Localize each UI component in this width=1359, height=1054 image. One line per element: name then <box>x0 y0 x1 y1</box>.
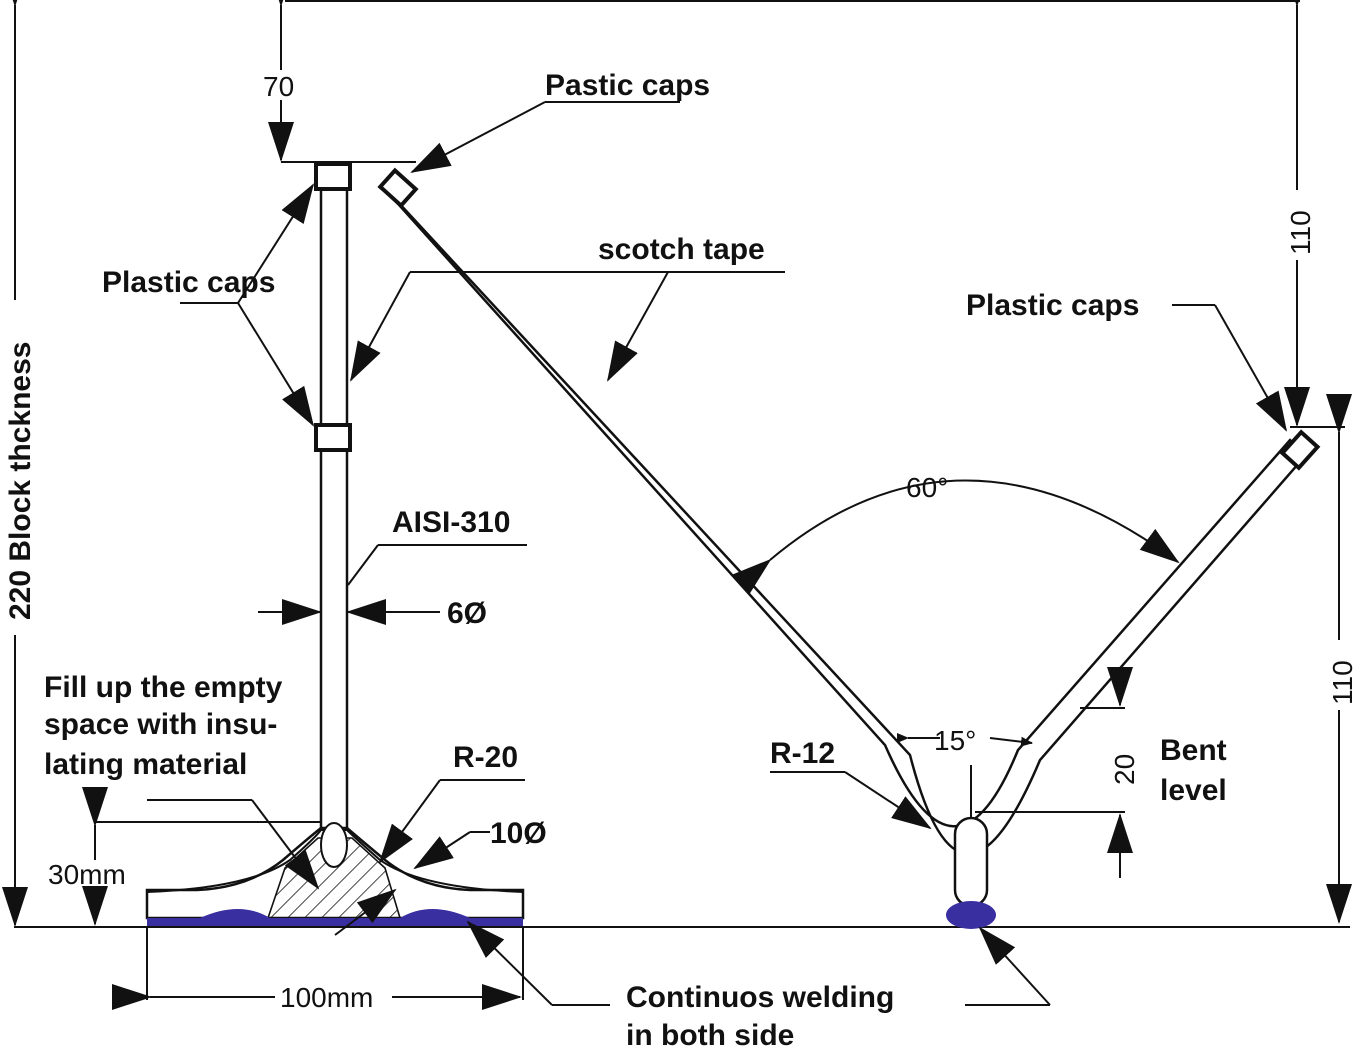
right-lower-dimension: 110 <box>1326 394 1358 924</box>
vee-pin <box>953 816 989 908</box>
base-width-label: 100mm <box>280 982 373 1013</box>
radius-left-label: R-20 <box>453 741 518 774</box>
bent-label-line2: level <box>1160 774 1227 807</box>
bend-diameter-label: 10Ø <box>490 817 547 850</box>
base-height-label: 30mm <box>48 859 126 890</box>
bend-angle-label: 15° <box>934 725 976 756</box>
block-thickness-dimension: 220 Block thckness <box>2 0 37 927</box>
fill-label-line2: space with insu- <box>44 708 277 741</box>
labels: Pastic caps Plastic caps scotch tape Pla… <box>44 69 1227 1052</box>
vee-angle-label: 60° <box>906 472 948 503</box>
ground-lines <box>14 0 1350 928</box>
plastic-cap-vee-right <box>1279 429 1321 471</box>
rod-diameter-label: 6Ø <box>447 597 487 630</box>
bent-label-line1: Bent <box>1160 734 1227 767</box>
scotch-tape-label: scotch tape <box>598 233 765 266</box>
top-offset-dimension: 70 <box>263 0 416 163</box>
plastic-cap-vee-left <box>377 167 419 209</box>
fill-label-line3: lating material <box>44 748 247 781</box>
vertical-rod <box>314 162 352 835</box>
right-upper-dimension: 110 <box>1284 0 1345 428</box>
plastic-caps-right-label: Plastic caps <box>966 289 1139 322</box>
plastic-caps-left-label: Plastic caps <box>102 266 275 299</box>
right-lower-label: 110 <box>1327 660 1358 705</box>
bent-height-label: 20 <box>1109 754 1140 785</box>
top-offset-label: 70 <box>263 71 294 102</box>
pastic-caps-label: Pastic caps <box>545 69 710 102</box>
material-label: AISI-310 <box>392 506 510 539</box>
block-thickness-label: 220 Block thckness <box>4 342 37 620</box>
welding-label-line1: Continuos welding <box>626 981 894 1014</box>
plastic-cap-middle <box>314 423 352 452</box>
right-upper-label: 110 <box>1285 210 1316 255</box>
plastic-cap-top <box>314 162 352 191</box>
vee-rod <box>377 167 1321 929</box>
radius-right-label: R-12 <box>770 737 835 770</box>
leaders <box>82 101 1287 1010</box>
left-base <box>145 822 525 926</box>
welding-label-line2: in both side <box>626 1019 794 1052</box>
fill-label-line1: Fill up the empty <box>44 671 283 704</box>
